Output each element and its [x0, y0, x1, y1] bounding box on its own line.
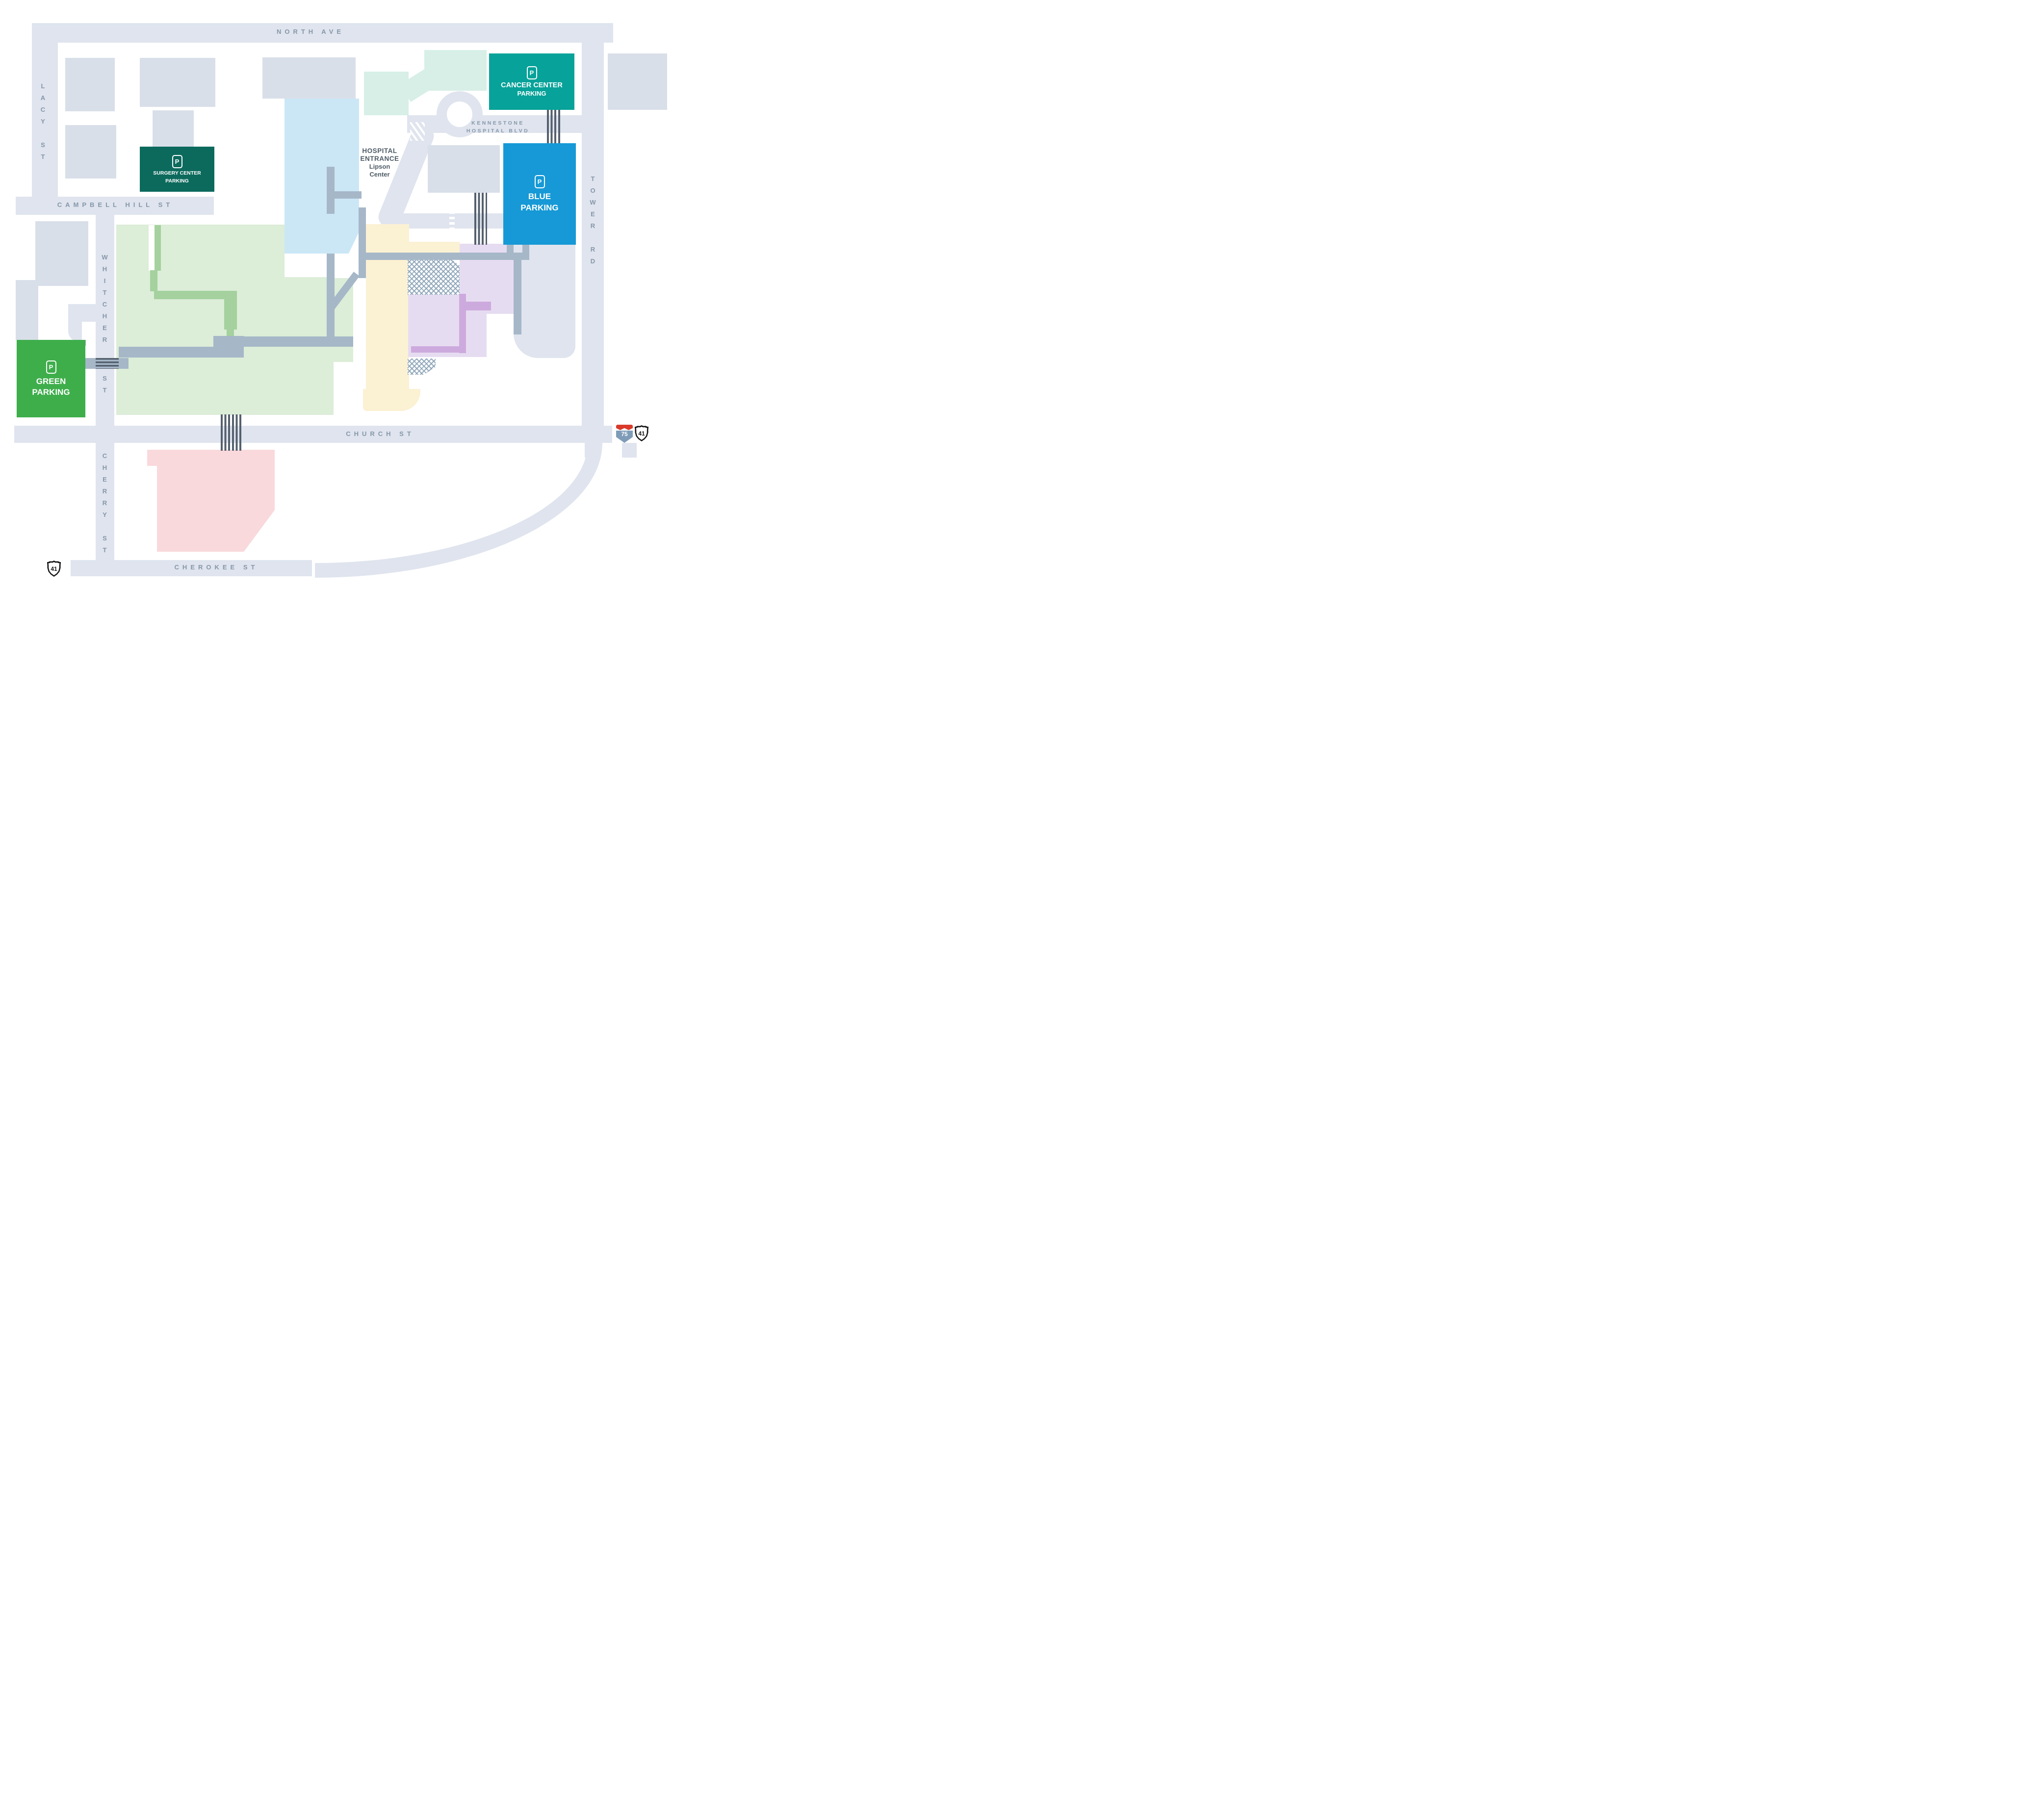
parking-p-icon: P	[172, 154, 182, 168]
building-yellow-wing-main	[366, 224, 409, 402]
green-parking-box: P GREEN PARKING	[17, 340, 85, 417]
street-label-cherry-st: ST	[101, 535, 108, 558]
road-parking-lot-area	[514, 244, 575, 358]
hospital-entrance-line1: HOSPITAL	[362, 147, 397, 154]
hospital-entrance-line3: Lipson Center	[369, 163, 390, 178]
street-label-tower-rd: TOWER RD	[589, 175, 596, 269]
crosswalk-loop-dashes-lower	[449, 211, 455, 230]
parking-label: PARKING	[517, 90, 546, 97]
road-whitcher-cherry-st	[96, 215, 114, 576]
hospital-entrance-label: HOSPITAL ENTRANCE Lipson Center	[359, 147, 400, 179]
street-label-north-ave: NORTH AVE	[276, 28, 345, 35]
street-label-cherokee-st: CHEROKEE ST	[174, 564, 259, 571]
parking-label: SURGERY CENTER	[153, 170, 201, 176]
crosswalk-church-st	[221, 414, 241, 451]
street-label-whitcher-st: ST	[101, 375, 108, 398]
parking-p-icon: P	[526, 66, 537, 79]
surgery-center-parking-box: P SURGERY CENTER PARKING	[140, 147, 214, 192]
purple-path-vertical	[459, 294, 466, 353]
road-elbow-vertical	[68, 304, 82, 342]
crosswalk-whitcher-st	[96, 358, 119, 369]
us-route-shield-number: 41	[636, 427, 647, 440]
building-block	[608, 53, 667, 110]
road-block-below-church	[622, 443, 637, 458]
building-block	[262, 57, 356, 99]
green-walkway-vertical-2	[224, 299, 237, 330]
blue-parking-box: P BLUE PARKING	[503, 143, 576, 245]
parking-label: BLUE	[528, 192, 551, 201]
street-label-whitcher: WHITCHER	[101, 254, 108, 348]
construction-hatch-area-upper	[408, 257, 460, 295]
slate-walkway-under-lightblue	[327, 254, 335, 337]
building-block	[16, 280, 38, 340]
slate-walkway-blue-leg-right	[522, 245, 529, 253]
slate-walkway-upper-horizontal	[366, 253, 529, 260]
interstate-shield-cap	[616, 425, 633, 430]
street-label-cherry: CHERRY	[101, 452, 108, 523]
interstate-75-shield: 75	[616, 425, 633, 443]
parking-label: CANCER CENTER	[501, 81, 563, 89]
parking-label: PARKING	[32, 387, 70, 397]
crosswalk-loop-dashes-upper	[410, 122, 425, 141]
us-route-41-shield: 41	[47, 561, 61, 577]
building-block	[65, 58, 115, 111]
us-route-shield-number: 41	[48, 562, 60, 575]
green-walkway-jog	[150, 270, 157, 291]
green-walkway-horizontal	[154, 291, 237, 299]
street-label-kennestone-line1: KENNESTONE	[471, 120, 524, 126]
parking-label: GREEN	[36, 376, 66, 386]
us-route-41-shield: 41	[634, 425, 649, 441]
street-label-church-st: CHURCH ST	[346, 430, 414, 437]
street-label-lacy-st: LACY ST	[39, 82, 47, 165]
purple-path-stub	[466, 302, 491, 310]
street-label-campbell-hill-st: CAMPBELL HILL ST	[57, 201, 174, 208]
parking-label: PARKING	[165, 178, 189, 184]
road-cherokee-st	[71, 560, 312, 576]
slate-walkway-blue-leg-left	[507, 245, 514, 253]
crosswalk-cancer-to-blue	[547, 110, 560, 143]
building-hospital-main	[428, 145, 500, 193]
street-label-kennestone-line2: HOSPITAL BLVD	[466, 128, 530, 134]
building-pink-block	[147, 450, 275, 552]
slate-walkway-lightblue-stub	[335, 191, 362, 199]
parking-p-icon: P	[46, 360, 56, 374]
walkway-white-slot	[149, 225, 155, 271]
slate-walkway-lightblue-tbar	[327, 167, 335, 214]
crosswalk-hospital-south	[474, 193, 487, 245]
road-lacy-st	[32, 23, 58, 197]
green-walkway-vertical	[155, 225, 161, 271]
road-north-ave	[32, 23, 613, 43]
cancer-center-parking-box: P CANCER CENTER PARKING	[489, 53, 574, 110]
road-tower-rd	[582, 43, 604, 443]
construction-hatch-area-lower	[408, 359, 436, 375]
building-green-wing-upper	[116, 225, 285, 279]
building-block	[140, 58, 215, 107]
hospital-entrance-line2: ENTRANCE	[360, 155, 399, 162]
slate-walkway-long-corridor-west	[119, 347, 221, 358]
building-blue-wing	[285, 99, 359, 254]
building-block	[65, 125, 116, 179]
parking-label: PARKING	[520, 203, 559, 212]
hospital-campus-parking-map: P SURGERY CENTER PARKING P CANCER CENTER…	[0, 0, 681, 598]
building-mint-block-left	[364, 72, 409, 115]
slate-walkway-long-corridor-east	[220, 336, 353, 347]
road-campbell-hill-st	[16, 197, 214, 215]
slate-walkway-right-vertical	[359, 207, 366, 278]
road-church-st	[14, 426, 612, 443]
slate-walkway-east-vertical	[514, 260, 521, 334]
purple-path-bottom	[411, 346, 466, 353]
interstate-shield-number: 75	[616, 431, 633, 443]
parking-p-icon: P	[534, 175, 545, 188]
building-yellow-wing-bottom	[363, 389, 420, 411]
building-block	[35, 221, 88, 286]
